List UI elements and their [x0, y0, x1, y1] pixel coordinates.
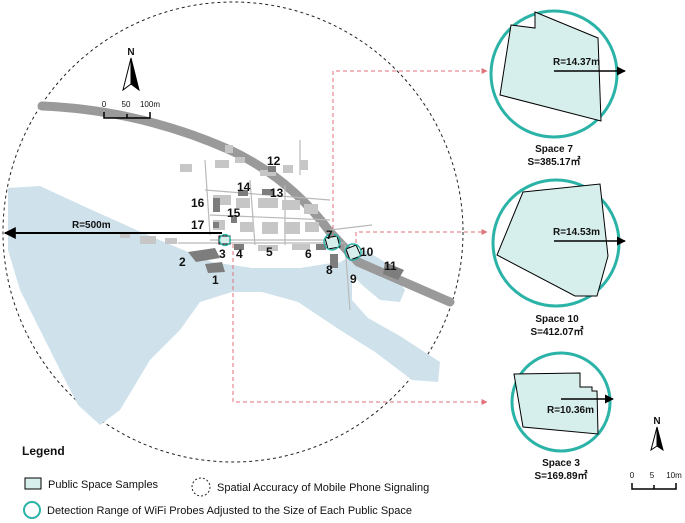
space-7-probe-ring: [323, 233, 341, 251]
svg-text:50: 50: [122, 100, 131, 109]
space-7-area: S=385.17㎡: [527, 155, 580, 168]
scale-bar-main: 0 50 100m: [102, 100, 160, 119]
inset-connectors: [232, 68, 488, 405]
space-10-radius: R=14.53m: [553, 227, 600, 238]
svg-text:5: 5: [650, 471, 655, 480]
svg-text:0: 0: [102, 100, 107, 109]
scale-bar-small: 0 5 10m: [630, 471, 682, 490]
legend-sample-swatch: [24, 477, 42, 490]
space-7-shape: [499, 11, 602, 122]
space-number-7: 7: [326, 228, 333, 242]
svg-text:0: 0: [630, 471, 635, 480]
space-number-8: 8: [326, 263, 333, 277]
north-arrow-icon: N: [122, 47, 140, 92]
radius-label: R=500m: [72, 220, 111, 231]
space-10-marker[interactable]: [345, 244, 362, 261]
svg-text:N: N: [127, 47, 134, 58]
legend-probe-swatch: [23, 501, 41, 519]
space-number-3: 3: [219, 247, 226, 261]
legend-item-samples: Public Space Samples: [48, 479, 159, 491]
space-number-15: 15: [227, 206, 241, 220]
inset-space-7: R=14.37m Space 7 S=385.17㎡: [489, 9, 626, 168]
inset-space-10: R=14.53m Space 10 S=412.07㎡: [491, 178, 626, 338]
space-3-area: S=169.89㎡: [534, 469, 587, 482]
svg-text:100m: 100m: [140, 100, 160, 109]
space-10-title: Space 10: [535, 314, 579, 325]
space-number-9: 9: [350, 272, 357, 286]
legend: Legend Public Space Samples Spatial Accu…: [22, 444, 429, 519]
space-3-shape: [513, 372, 599, 435]
space-number-12: 12: [267, 154, 281, 168]
space-number-17: 17: [191, 218, 205, 232]
space-number-4: 4: [236, 247, 243, 261]
signaling-accuracy-circle: [2, 1, 464, 463]
space-3-radius: R=10.36m: [547, 405, 594, 416]
space-number-2: 2: [179, 255, 186, 269]
legend-title: Legend: [22, 444, 65, 458]
space-10-area: S=412.07㎡: [530, 325, 583, 338]
space-number-6: 6: [305, 247, 312, 261]
space-number-13: 13: [270, 186, 284, 200]
space-10-probe-ring: [344, 243, 362, 261]
svg-text:10m: 10m: [666, 471, 682, 480]
space-number-labels: 1 2 3 4 5 6 7 8 9 10 11 12 13 14 15 16 1…: [179, 154, 397, 287]
space-number-16: 16: [191, 196, 205, 210]
north-arrow-small-icon: N: [650, 416, 664, 452]
legend-signaling-swatch: [191, 477, 211, 497]
space-7-radius: R=14.37m: [553, 57, 600, 68]
legend-item-signaling: Spatial Accuracy of Mobile Phone Signali…: [217, 482, 429, 494]
public-spaces: [188, 166, 404, 280]
space-number-5: 5: [266, 245, 273, 259]
space-number-14: 14: [237, 180, 251, 194]
river: [8, 186, 440, 425]
space-number-11: 11: [384, 259, 397, 273]
legend-item-probe: Detection Range of WiFi Probes Adjusted …: [47, 505, 412, 517]
space-7-title: Space 7: [535, 144, 573, 155]
space-7-marker[interactable]: [324, 235, 341, 250]
space-number-1: 1: [212, 273, 219, 287]
inset-space-3: R=10.36m Space 3 S=169.89㎡: [510, 351, 614, 482]
space-3-probe-ring: [218, 233, 232, 247]
space-number-10: 10: [360, 245, 374, 259]
space-3-title: Space 3: [542, 458, 580, 469]
space-10-shape: [496, 183, 609, 297]
svg-text:N: N: [653, 416, 660, 427]
